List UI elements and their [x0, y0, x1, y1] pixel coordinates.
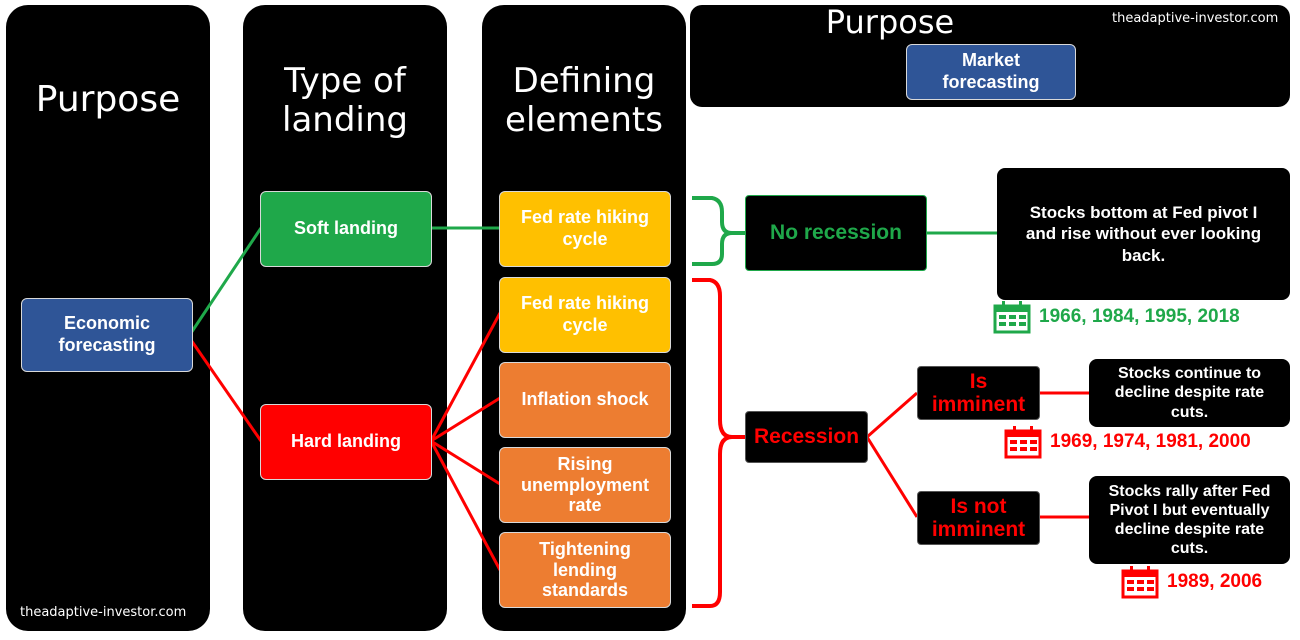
- imminent-note-line3: cuts.: [1170, 403, 1209, 421]
- not-imminent-note-line2: Pivot I but eventually: [1109, 501, 1270, 519]
- not-imminent-note: Stocks rally after Fed Pivot I but event…: [1089, 476, 1290, 564]
- market-forecasting-box: Market forecasting: [906, 44, 1076, 100]
- right-purpose-title: Purpose: [825, 3, 955, 41]
- hard-landing-label: Hard landing: [290, 431, 401, 452]
- soft-note-line2: and rise without ever looking: [1025, 224, 1262, 244]
- not-imminent-years: 1989, 2006: [1121, 565, 1262, 599]
- rising-line2: unemployment: [520, 474, 649, 495]
- imminent-note: Stocks continue to decline despite rate …: [1089, 359, 1290, 427]
- is-imminent-line1: Is: [969, 369, 988, 393]
- tightening-lending-box: Tightening lending standards: [499, 532, 671, 608]
- soft-note-line1: Stocks bottom at Fed pivot I: [1029, 203, 1258, 223]
- is-imminent-line2: imminent: [931, 393, 1026, 416]
- tightening-line3: standards: [541, 580, 629, 601]
- is-not-imminent-line1: Is not: [950, 494, 1007, 518]
- watermark-bottom: theadaptive-investor.com: [20, 605, 187, 620]
- economic-forecasting-line2: forecasting: [58, 335, 156, 355]
- soft-landing-box: Soft landing: [260, 191, 432, 267]
- fed-rate-hiking-box-hard: Fed rate hiking cycle: [499, 277, 671, 353]
- not-imminent-note-line3: decline despite rate: [1114, 521, 1265, 538]
- rising-unemployment-box: Rising unemployment rate: [499, 447, 671, 523]
- imminent-years: 1969, 1974, 1981, 2000: [1004, 425, 1251, 459]
- fed-rate-hiking-box-soft: Fed rate hiking cycle: [499, 191, 671, 267]
- calendar-icon: [1121, 566, 1159, 599]
- soft-years: 1966, 1984, 1995, 2018: [993, 300, 1240, 334]
- recession-box: Recession: [745, 411, 868, 463]
- market-forecasting-line1: Market: [961, 50, 1021, 71]
- economic-forecasting-line1: Economic: [63, 313, 151, 334]
- rising-line1: Rising: [557, 453, 613, 474]
- purpose-column-title: Purpose: [35, 79, 181, 120]
- defining-column-title-line2: elements: [505, 100, 663, 140]
- tightening-line1: Tightening: [539, 538, 631, 559]
- soft-years-text: 1966, 1984, 1995, 2018: [1039, 306, 1240, 327]
- soft-landing-note: Stocks bottom at Fed pivot I and rise wi…: [997, 168, 1290, 300]
- soft-note-line3: back.: [1121, 245, 1166, 265]
- imminent-note-line2: decline despite rate: [1114, 384, 1265, 402]
- not-imminent-note-line1: Stocks rally after Fed: [1108, 482, 1271, 500]
- fed-rate-line2: cycle: [562, 229, 608, 249]
- rising-line3: rate: [568, 495, 602, 516]
- inflation-shock-box: Inflation shock: [499, 362, 671, 438]
- fed-rate-line2: cycle: [562, 315, 608, 335]
- hard-landing-box: Hard landing: [260, 404, 432, 480]
- no-recession-label: No recession: [770, 221, 902, 245]
- watermark-top: theadaptive-investor.com: [1112, 11, 1279, 26]
- tightening-line2: lending: [553, 559, 617, 580]
- imminent-note-line1: Stocks continue to: [1117, 365, 1262, 383]
- fed-rate-line1: Fed rate hiking: [520, 293, 650, 314]
- defining-column-title-line1: Defining: [512, 61, 656, 101]
- calendar-icon: [993, 301, 1031, 334]
- is-not-imminent-box: Is not imminent: [917, 491, 1040, 545]
- economic-forecasting-box: Economic forecasting: [21, 298, 193, 372]
- soft-landing-label: Soft landing: [294, 218, 398, 239]
- calendar-icon: [1004, 426, 1042, 459]
- fed-rate-line1: Fed rate hiking: [520, 207, 650, 228]
- type-column: Type of landing: [243, 5, 447, 631]
- is-not-imminent-line2: imminent: [931, 518, 1026, 541]
- type-column-title-line2: landing: [282, 100, 408, 140]
- inflation-shock-label: Inflation shock: [521, 389, 649, 410]
- not-imminent-note-line4: cuts.: [1170, 540, 1209, 558]
- type-column-title-line1: Type of: [284, 61, 406, 101]
- imminent-years-text: 1969, 1974, 1981, 2000: [1050, 431, 1251, 452]
- market-forecasting-line2: forecasting: [942, 72, 1040, 92]
- no-recession-box: No recession: [745, 195, 927, 271]
- recession-label: Recession: [753, 425, 860, 449]
- is-imminent-box: Is imminent: [917, 366, 1040, 420]
- not-imminent-years-text: 1989, 2006: [1167, 571, 1263, 592]
